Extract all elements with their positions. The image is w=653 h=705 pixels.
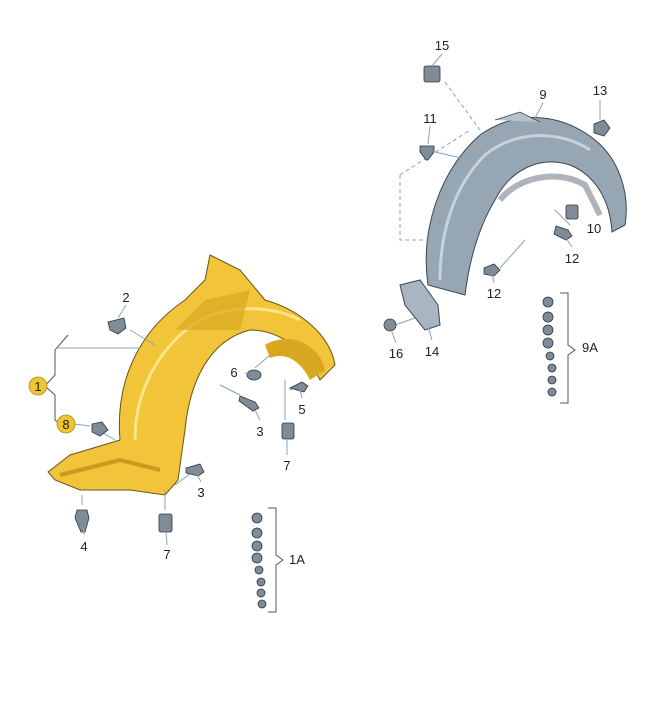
rivet-2 xyxy=(107,317,127,335)
callout-7: 7 xyxy=(163,547,170,562)
callout-3: 3 xyxy=(197,485,204,500)
callout-10: 10 xyxy=(587,221,601,236)
callout-9: 9 xyxy=(539,87,546,102)
callout-12: 12 xyxy=(565,251,579,266)
bracket-14 xyxy=(399,279,441,331)
callout-badge-1 xyxy=(28,376,48,396)
screw-12b xyxy=(483,263,501,277)
rivet-11 xyxy=(419,145,435,161)
clip-15 xyxy=(423,65,441,83)
nut-8 xyxy=(91,421,109,437)
callout-6: 6 xyxy=(230,365,237,380)
callout-13: 13 xyxy=(593,83,607,98)
screw-12 xyxy=(553,225,573,241)
callout-8: 8 xyxy=(62,417,69,432)
clip-7b xyxy=(158,513,173,533)
callout-9a: 9A xyxy=(582,340,598,355)
screw-4 xyxy=(74,509,90,533)
screw-16 xyxy=(383,318,397,332)
fastener-set-9a xyxy=(542,296,557,397)
callout-15: 15 xyxy=(435,38,449,53)
clip-7 xyxy=(281,422,295,440)
callout-11: 11 xyxy=(423,111,437,126)
front-wheel-arch-liner xyxy=(47,254,336,496)
rear-wheel-arch-liner xyxy=(425,111,627,296)
callout-14: 14 xyxy=(425,344,439,359)
screw-3b xyxy=(185,463,205,477)
rear-guide-lines xyxy=(394,81,571,326)
clip-10 xyxy=(565,204,579,220)
callout-5: 5 xyxy=(298,402,305,417)
callout-1a: 1A xyxy=(289,552,305,567)
callout-3: 3 xyxy=(256,424,263,439)
callout-7: 7 xyxy=(283,458,290,473)
screw-3 xyxy=(238,395,260,412)
callout-1: 1 xyxy=(34,379,41,394)
grommet-6 xyxy=(246,369,262,381)
callout-16: 16 xyxy=(389,346,403,361)
callout-badge-8 xyxy=(56,414,76,434)
callout-4: 4 xyxy=(80,539,87,554)
bracket-1a xyxy=(268,507,284,613)
fastener-set-1a xyxy=(251,512,267,609)
callout-12: 12 xyxy=(487,286,501,301)
bracket-9a xyxy=(560,292,576,404)
clip-5 xyxy=(288,381,309,393)
nut-13 xyxy=(593,119,611,137)
callout-2: 2 xyxy=(122,290,129,305)
